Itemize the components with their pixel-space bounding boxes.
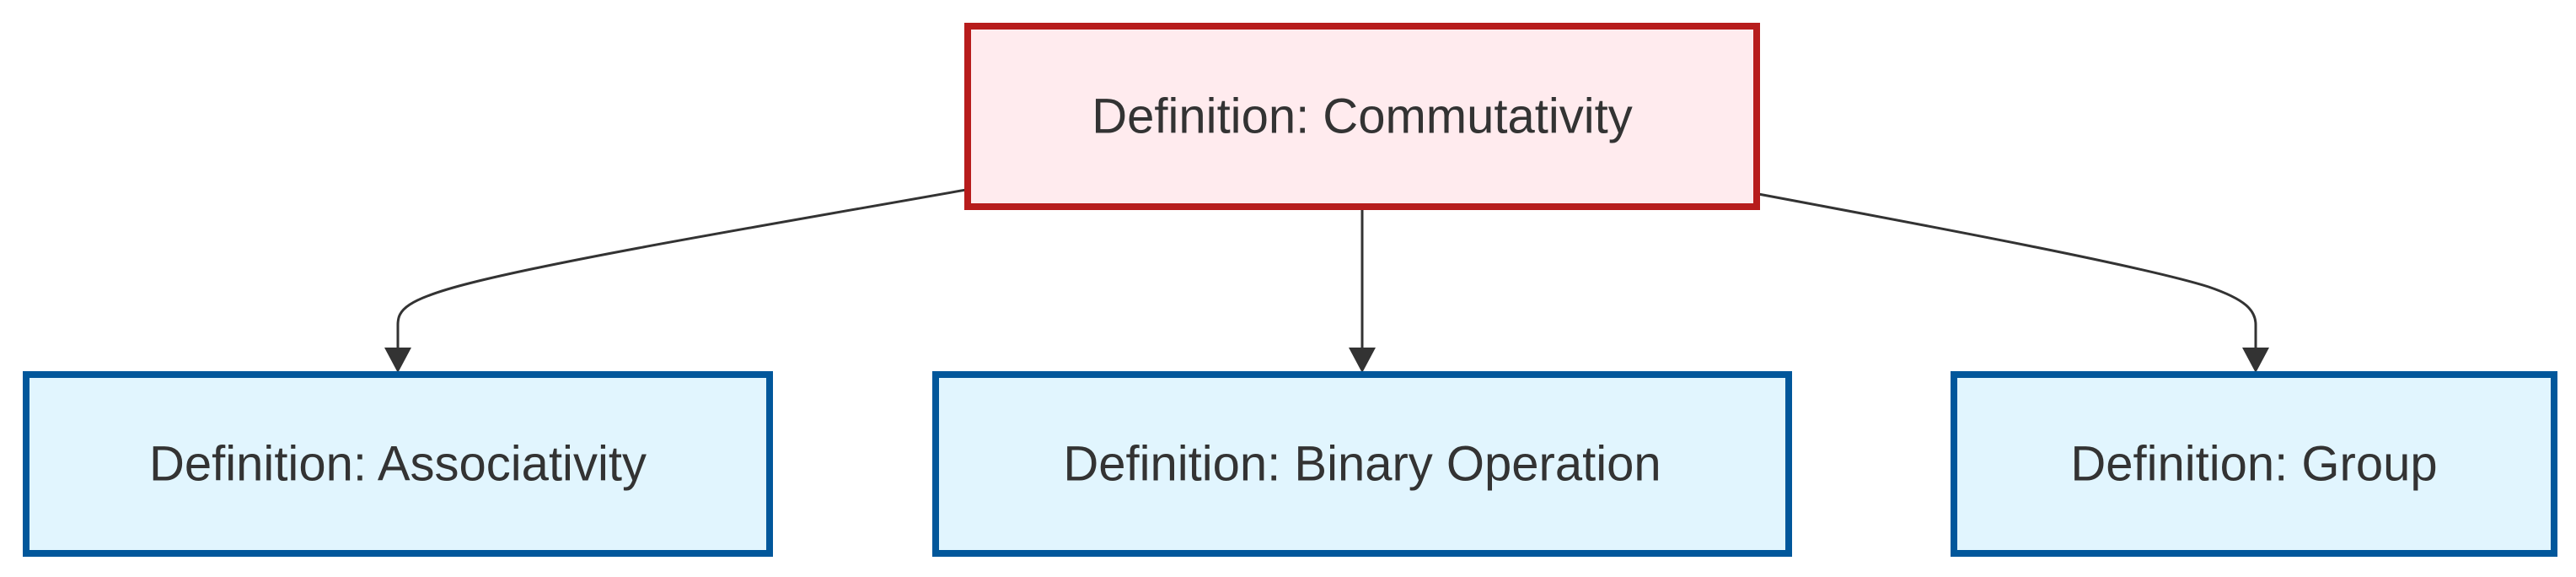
node-associativity-box [23,371,773,557]
node-group-box [1951,371,2557,557]
arrowhead-binary-operation-icon [1349,348,1376,373]
node-binary-operation-label: Definition: Binary Operation [1063,437,1661,492]
arrowhead-group-icon [2242,348,2269,373]
node-binary-operation-box [932,371,1792,557]
node-commutativity-box [964,23,1760,210]
edges [384,188,2269,373]
node-commutativity[interactable]: Definition: Commutativity [964,23,1760,210]
node-binary-operation[interactable]: Definition: Binary Operation [932,371,1792,557]
node-associativity-label: Definition: Associativity [149,437,647,492]
arrowhead-associativity-icon [384,348,411,373]
node-group[interactable]: Definition: Group [1951,371,2557,557]
node-commutativity-label: Definition: Commutativity [1092,89,1632,144]
node-group-label: Definition: Group [2070,437,2437,492]
node-associativity[interactable]: Definition: Associativity [23,371,773,557]
edge-commutativity-to-associativity [396,188,967,348]
edge-commutativity-to-group [1758,192,2257,348]
